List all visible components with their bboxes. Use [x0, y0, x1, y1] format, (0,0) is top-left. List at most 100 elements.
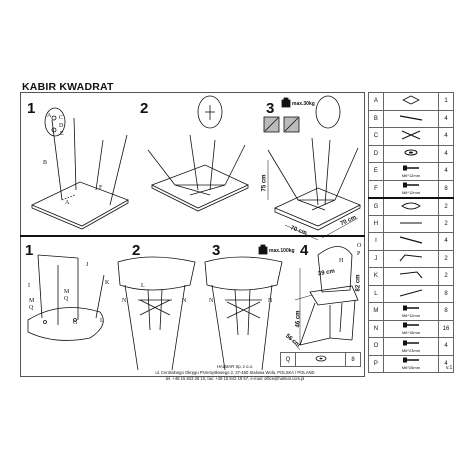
label-C: C: [59, 115, 64, 121]
part-illustration: [382, 267, 440, 286]
chair-step1-drawing: [27, 254, 105, 341]
part-q-icon: [295, 352, 346, 367]
version-label: v.1: [446, 365, 453, 371]
step-number-bottom-3: 3: [212, 242, 221, 259]
chair-step3-drawing: [204, 256, 283, 371]
label-F: F: [99, 185, 103, 191]
chair-step2-drawing: [117, 256, 196, 371]
label-K: K: [105, 280, 110, 286]
leg-icon: [399, 115, 423, 121]
step-number-bottom-4: 4: [300, 242, 309, 259]
part-qty: 2: [438, 249, 454, 268]
part-qty: 2: [438, 214, 454, 233]
instruction-frame: [20, 92, 365, 377]
washer-icon: [404, 149, 418, 156]
label-N-s2b: N: [182, 298, 187, 304]
brace-rod-icon: [399, 289, 423, 297]
part-id: H: [368, 214, 384, 233]
weight-limit-top: max.30kg: [292, 101, 315, 107]
part-row-p: P M6*25mm 4: [368, 354, 454, 373]
part-qty: 8: [438, 302, 454, 321]
part-illustration: [382, 249, 440, 268]
step-number-top-1: 1: [27, 100, 36, 117]
part-id: A: [368, 92, 384, 111]
washer-icon: [315, 355, 326, 362]
part-illustration: [382, 284, 440, 303]
part-illustration: [382, 92, 440, 111]
cross-brace-icon: [401, 130, 421, 140]
part-qty: 4: [438, 354, 454, 373]
tabletop-icon: [402, 95, 420, 105]
step-number-bottom-2: 2: [132, 242, 141, 259]
bolt-size: M6*12mm: [401, 190, 421, 195]
part-id: P: [368, 354, 384, 373]
weight-icon-top: [281, 97, 291, 108]
label-L-s2: L: [141, 283, 145, 289]
part-qty: 4: [438, 337, 454, 356]
part-illustration: M6*12mm: [382, 179, 440, 198]
part-id: E: [368, 162, 384, 181]
part-illustration: [382, 214, 440, 233]
step-number-top-2: 2: [140, 100, 149, 117]
part-illustration: [382, 127, 440, 146]
label-E: E: [60, 131, 64, 137]
label-M2: M: [64, 289, 70, 295]
part-qty: 8: [438, 284, 454, 303]
table-step3-drawing: [267, 95, 361, 241]
part-id: K: [368, 267, 384, 286]
bent-rod-icon: [399, 254, 423, 262]
part-id: L: [368, 284, 384, 303]
step-number-top-3: 3: [266, 100, 275, 117]
label-H: H: [339, 258, 344, 264]
part-qty: 4: [438, 144, 454, 163]
label-P: P: [357, 251, 361, 257]
part-illustration: [382, 232, 440, 251]
part-row-f: F M6*12mm 8: [368, 179, 454, 198]
part-id: N: [368, 319, 384, 338]
part-qty: 4: [438, 109, 454, 128]
label-N-s3a: N: [209, 298, 214, 304]
bent-rod-icon: [399, 271, 423, 279]
label-N-s2a: N: [122, 298, 127, 304]
table-step2-drawing: [147, 95, 249, 212]
footer-contact: tel. +48 15 843 28 10, fax: +48 15 842 1…: [165, 376, 305, 381]
chair-height-dim: 82 cm: [355, 274, 362, 292]
footer-address: ul. Centralnego Okręgu Przemysłowego 2, …: [155, 370, 315, 375]
table-step1-drawing: [31, 107, 129, 230]
label-J: J: [86, 262, 89, 268]
label-A: A: [47, 113, 52, 119]
table-height-dim: 75 cm: [261, 174, 268, 192]
page-title: KABIR KWADRAT: [22, 81, 114, 93]
part-qty: 2: [438, 196, 454, 216]
weight-limit-bottom: max.100kg: [269, 248, 295, 254]
part-illustration: M6*15mm: [382, 319, 440, 338]
bolt-size: M6*12mm: [401, 312, 421, 318]
part-illustration: M6*25mm: [382, 354, 440, 373]
part-illustration: [382, 109, 440, 128]
part-qty: 8: [438, 179, 454, 198]
part-q-qty: 8: [345, 352, 361, 367]
no-sit-icon: [283, 116, 300, 133]
label-B: B: [43, 160, 48, 166]
label-Q: Q: [29, 305, 34, 311]
part-qty: 1: [438, 92, 454, 111]
part-id: B: [368, 109, 384, 128]
bolt-icon: [402, 165, 419, 171]
section-divider: [20, 235, 365, 237]
chair-leg-icon: [399, 236, 423, 244]
bolt-icon: [402, 357, 419, 363]
bolt-size: M6*23mm: [401, 347, 421, 353]
bolt-size: M6*25mm: [401, 365, 421, 371]
part-id: M: [368, 302, 384, 321]
part-id: F: [368, 179, 384, 198]
label-L: L: [100, 318, 104, 324]
